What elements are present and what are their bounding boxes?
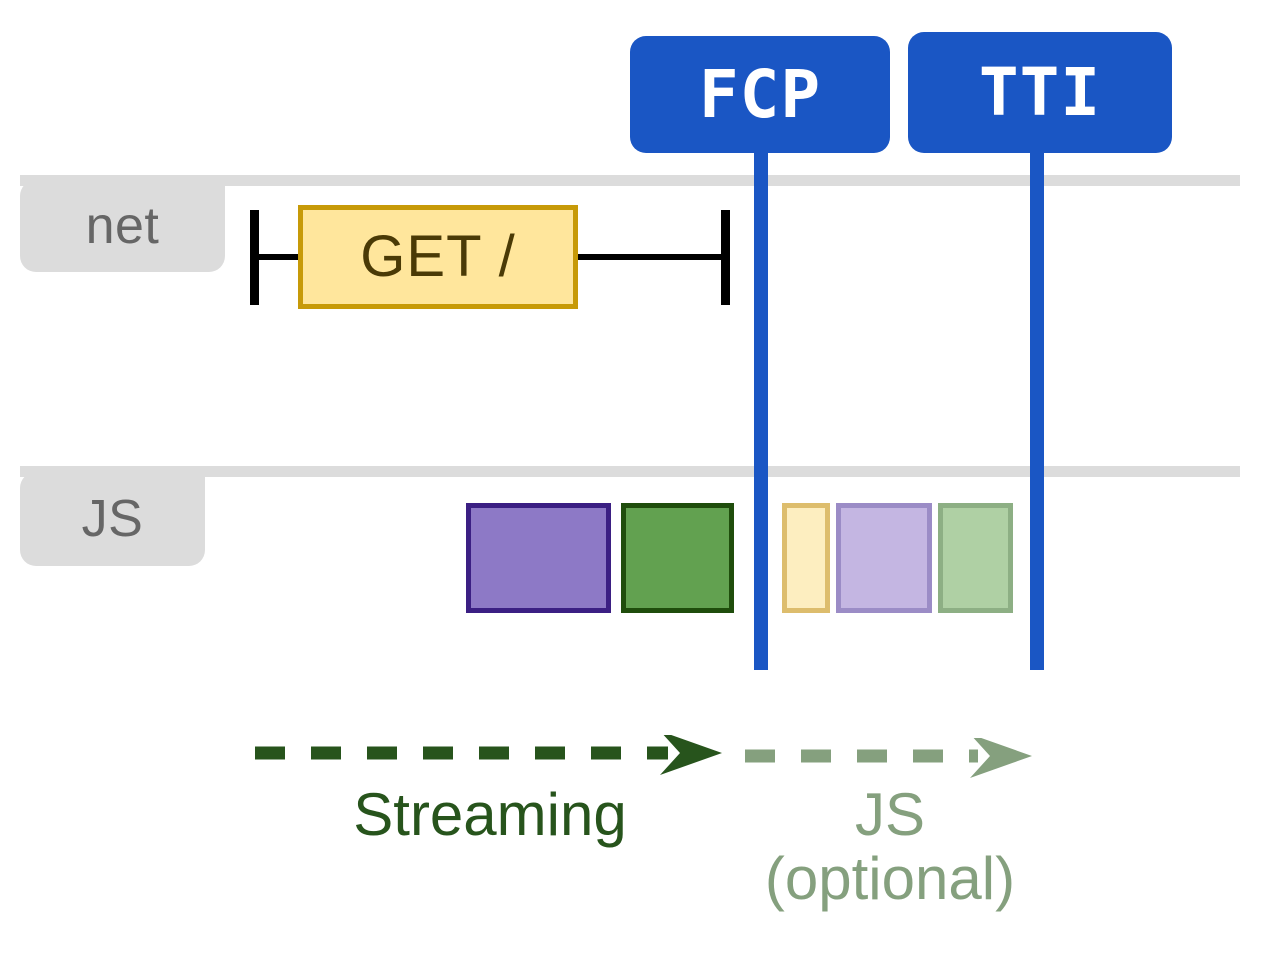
js-optional-phase-arrow <box>745 738 1032 778</box>
row-label-js-text: JS <box>81 490 144 548</box>
js-task-block[interactable] <box>938 503 1013 613</box>
marker-badge-tti-label: TTI <box>978 53 1102 131</box>
streaming-caption-line1: Streaming <box>353 781 627 848</box>
track-line-net <box>20 175 1240 186</box>
marker-badge-fcp[interactable]: FCP <box>630 36 890 153</box>
request-label-text: GET / <box>360 224 516 289</box>
marker-stem-fcp <box>754 140 768 670</box>
row-label-net-text: net <box>85 197 160 255</box>
request-label-box[interactable]: GET / <box>298 205 578 309</box>
marker-badge-tti[interactable]: TTI <box>908 32 1172 153</box>
js-optional-phase-caption: JS (optional) <box>740 783 1040 910</box>
js-task-block[interactable] <box>466 503 611 613</box>
marker-badge-fcp-label: FCP <box>698 55 822 133</box>
net-request-bar: GET / <box>250 205 730 310</box>
request-end-cap <box>721 210 730 305</box>
track-line-js <box>20 466 1240 477</box>
js-task-block[interactable] <box>782 503 830 613</box>
streaming-phase-arrow <box>255 735 722 775</box>
row-label-js: JS <box>20 472 205 566</box>
request-leader-line-left <box>256 254 308 260</box>
js-optional-caption-line2: (optional) <box>764 844 1016 912</box>
streaming-phase-caption: Streaming <box>240 783 740 847</box>
js-optional-caption-line1: JS <box>854 781 926 848</box>
request-start-cap <box>250 210 259 305</box>
js-task-block[interactable] <box>621 503 734 613</box>
row-label-net: net <box>20 180 225 272</box>
marker-stem-tti <box>1030 140 1044 670</box>
js-task-block[interactable] <box>836 503 932 613</box>
request-leader-line-right <box>576 254 726 260</box>
